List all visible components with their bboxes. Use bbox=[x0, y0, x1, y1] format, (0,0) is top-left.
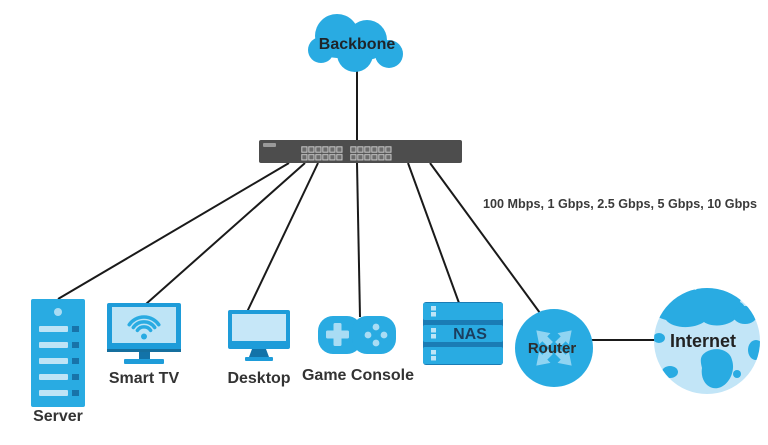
monitor-screen bbox=[232, 314, 286, 341]
server-label: Server bbox=[33, 408, 83, 425]
server-node: Server bbox=[31, 299, 85, 425]
server-power-led bbox=[54, 308, 62, 316]
link-switch-router bbox=[429, 162, 541, 314]
gamepad-dpad bbox=[326, 323, 349, 346]
nas-node: NAS bbox=[423, 302, 503, 365]
backbone-label: Backbone bbox=[319, 36, 396, 53]
gamepad-buttons bbox=[364, 323, 388, 347]
router-circle bbox=[515, 309, 593, 387]
smart-tv-node: Smart TV bbox=[107, 303, 181, 387]
server-icon bbox=[31, 299, 85, 407]
nas-icon bbox=[423, 302, 503, 365]
monitor-stand bbox=[249, 349, 269, 357]
speeds-note: 100 Mbps, 1 Gbps, 2.5 Gbps, 5 Gbps, 10 G… bbox=[483, 196, 757, 211]
tv-stand-post bbox=[139, 352, 150, 359]
switch-brand-logo bbox=[263, 143, 276, 147]
switch-ports-group-2 bbox=[350, 146, 392, 162]
desktop-label: Desktop bbox=[227, 370, 290, 387]
gamepad-icon bbox=[318, 316, 396, 354]
monitor-base bbox=[245, 357, 273, 361]
game-console-label: Game Console bbox=[302, 367, 414, 384]
game-console-node: Game Console bbox=[302, 316, 414, 384]
cloud-icon bbox=[308, 14, 403, 72]
nas-label: NAS bbox=[453, 326, 487, 343]
tv-frame-edge bbox=[107, 349, 181, 352]
network-links bbox=[57, 66, 658, 341]
wifi-icon bbox=[127, 315, 161, 340]
desktop-icon bbox=[228, 310, 290, 361]
tv-stand-base bbox=[124, 359, 164, 364]
link-switch-nas bbox=[407, 162, 460, 304]
desktop-node: Desktop bbox=[227, 310, 291, 387]
link-switch-game-console bbox=[356, 162, 361, 318]
link-switch-server bbox=[57, 162, 290, 300]
link-switch-smart-tv bbox=[145, 162, 306, 305]
router-label: Router bbox=[528, 340, 576, 357]
internet-label: Internet bbox=[670, 331, 736, 351]
switch-node bbox=[259, 140, 462, 163]
smart-tv-label: Smart TV bbox=[109, 370, 180, 387]
smart-tv-icon bbox=[107, 303, 181, 364]
router-node: Router bbox=[515, 309, 593, 387]
switch-ports-group-1 bbox=[301, 146, 343, 162]
backbone-cloud-node: Backbone bbox=[308, 14, 403, 72]
nas-leds bbox=[431, 306, 436, 361]
link-switch-desktop bbox=[246, 162, 319, 313]
server-drive-bays bbox=[39, 326, 79, 396]
router-arrows-icon bbox=[536, 330, 572, 366]
